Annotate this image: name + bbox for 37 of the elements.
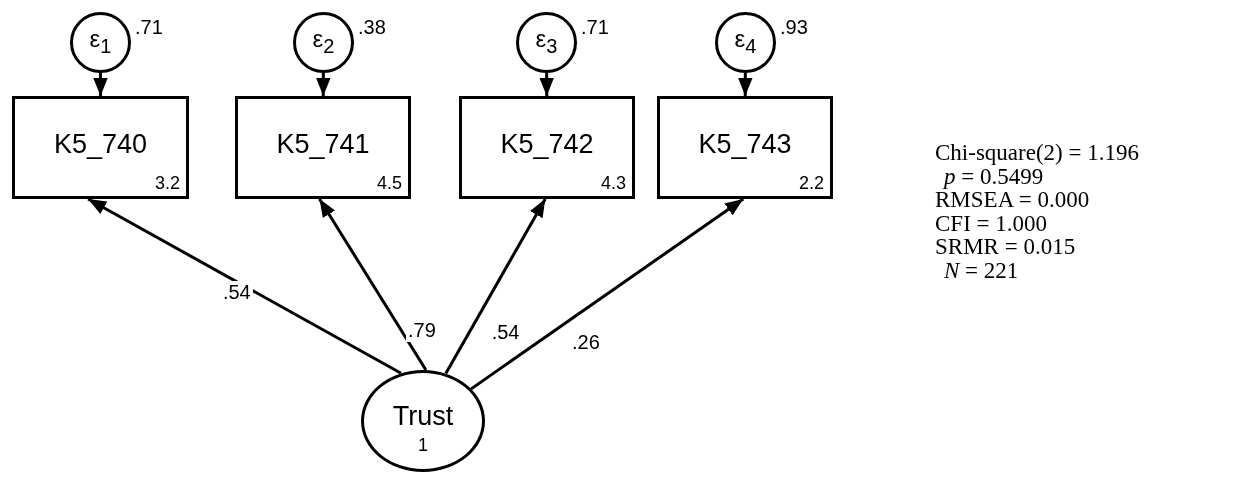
- intercept-value: 4.3: [600, 173, 626, 194]
- variable-name: K5_740: [53, 129, 148, 160]
- error-circle: [70, 12, 131, 73]
- variance-value: .71: [581, 16, 609, 39]
- fit-statistic: Chi-square(2) = 1.196: [935, 140, 1139, 166]
- variable-name: K5_742: [500, 129, 594, 160]
- variable-box: [459, 96, 635, 199]
- variance-value: .71: [135, 16, 163, 39]
- variance-value: 1: [418, 435, 428, 456]
- error-label: ε$_{3}$: [535, 24, 558, 58]
- variable-box: [12, 96, 189, 199]
- error-circle: [516, 12, 577, 73]
- arrow: [318, 198, 428, 371]
- error-label: ε$_{2}$: [312, 24, 335, 58]
- error-circle: [715, 12, 776, 73]
- variance-value: .93: [780, 16, 808, 39]
- latent-name: Trust: [392, 401, 454, 432]
- variance-value: .38: [358, 16, 386, 39]
- fit-statistic: SRMR = 0.015: [935, 234, 1076, 260]
- variable-box: [657, 96, 833, 199]
- arrow: [316, 73, 331, 96]
- variable-name: K5_741: [276, 129, 370, 160]
- intercept-value: 2.2: [798, 173, 824, 194]
- error-circle: [293, 12, 354, 73]
- arrow: [738, 73, 753, 96]
- arrow: [87, 197, 402, 375]
- variable-name: K5_743: [698, 129, 792, 160]
- fit-statistic: N = 221: [944, 257, 1019, 284]
- error-label: ε$_{4}$: [734, 24, 757, 58]
- fit-statistic: CFI = 1.000: [935, 210, 1047, 237]
- intercept-value: 3.2: [154, 173, 180, 194]
- intercept-value: 4.5: [376, 173, 402, 194]
- variable-box: [235, 96, 411, 199]
- arrow: [93, 73, 108, 96]
- arrow: [470, 197, 745, 391]
- error-label: ε$_{1}$: [89, 24, 112, 58]
- arrow: [539, 73, 554, 96]
